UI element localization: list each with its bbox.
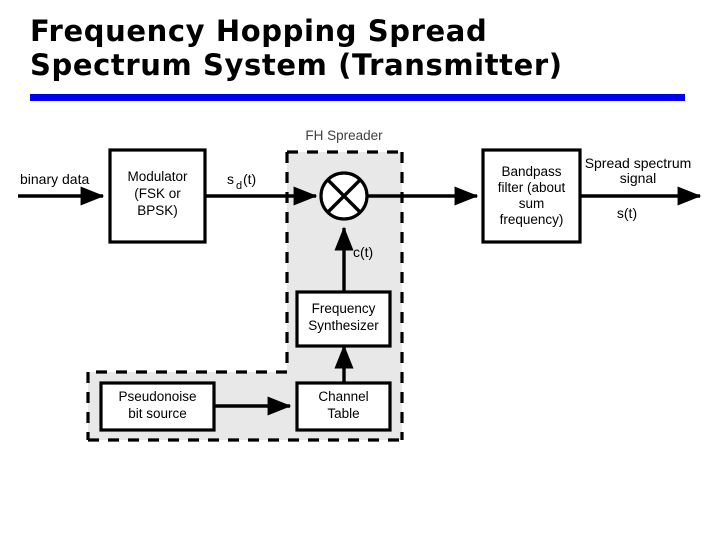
bandpass-filter-label-line-4: frequency) bbox=[500, 212, 564, 227]
title-underline-rule bbox=[30, 94, 685, 101]
signal-label-modulated-base: s bbox=[227, 171, 234, 187]
bandpass-filter-label-line-3: sum bbox=[519, 196, 545, 211]
bandpass-filter-box bbox=[481, 148, 582, 244]
channel-table-label-line-1: Channel bbox=[318, 389, 368, 404]
page-title: Frequency Hopping Spread Spectrum System… bbox=[30, 14, 690, 82]
block-channel-table: Channel Table bbox=[295, 381, 392, 432]
modulator-label-line-1: Modulator bbox=[127, 169, 188, 184]
modulator-label-line-2: (FSK or bbox=[134, 186, 181, 201]
signal-label-output-line-1: Spread spectrum bbox=[585, 155, 692, 171]
channel-table-box bbox=[295, 381, 392, 432]
pseudonoise-bit-source-label-line-2: bit source bbox=[128, 406, 187, 421]
fh-spreader-group-label: FH Spreader bbox=[305, 128, 383, 143]
signal-label-binary-data: binary data bbox=[20, 171, 89, 187]
page-title-line-2: Spectrum System (Transmitter) bbox=[30, 48, 563, 82]
fh-spreader-dashed-outline bbox=[285, 150, 404, 440]
bandpass-filter-label-line-2: filter (about bbox=[498, 180, 566, 195]
signal-label-carrier: c(t) bbox=[353, 244, 373, 260]
channel-table-label-line-2: Table bbox=[327, 406, 359, 421]
frequency-synthesizer-label-line-2: Synthesizer bbox=[308, 318, 379, 333]
pseudonoise-bit-source-label-line-1: Pseudonoise bbox=[118, 389, 196, 404]
block-bandpass-filter: Bandpass filter (about sum frequency) bbox=[481, 148, 582, 244]
pn-source-dashed-outline bbox=[86, 370, 402, 442]
pseudonoise-bit-source-box bbox=[99, 381, 216, 432]
block-pseudonoise-bit-source: Pseudonoise bit source bbox=[99, 381, 216, 432]
modulator-label-line-3: BPSK) bbox=[137, 203, 178, 218]
signal-label-modulated-tail: (t) bbox=[243, 171, 256, 187]
mixer-cross-stroke-2 bbox=[326, 178, 362, 214]
block-frequency-synthesizer: Frequency Synthesizer bbox=[295, 290, 392, 348]
frequency-synthesizer-label-line-1: Frequency bbox=[312, 301, 376, 316]
mixer-icon bbox=[319, 171, 369, 221]
block-modulator: Modulator (FSK or BPSK) bbox=[108, 148, 207, 244]
page-title-line-1: Frequency Hopping Spread bbox=[30, 14, 488, 48]
signal-label-output-symbol: s(t) bbox=[617, 205, 637, 221]
bandpass-filter-label-line-1: Bandpass bbox=[501, 164, 561, 179]
modulator-box bbox=[108, 148, 207, 244]
signal-label-modulated-subscript: d bbox=[236, 180, 242, 192]
frequency-synthesizer-box bbox=[295, 290, 392, 348]
signal-label-modulated: s d (t) bbox=[227, 171, 256, 192]
signal-label-output-line-2: signal bbox=[620, 170, 657, 186]
fh-spreader-shaded-region bbox=[88, 152, 402, 440]
